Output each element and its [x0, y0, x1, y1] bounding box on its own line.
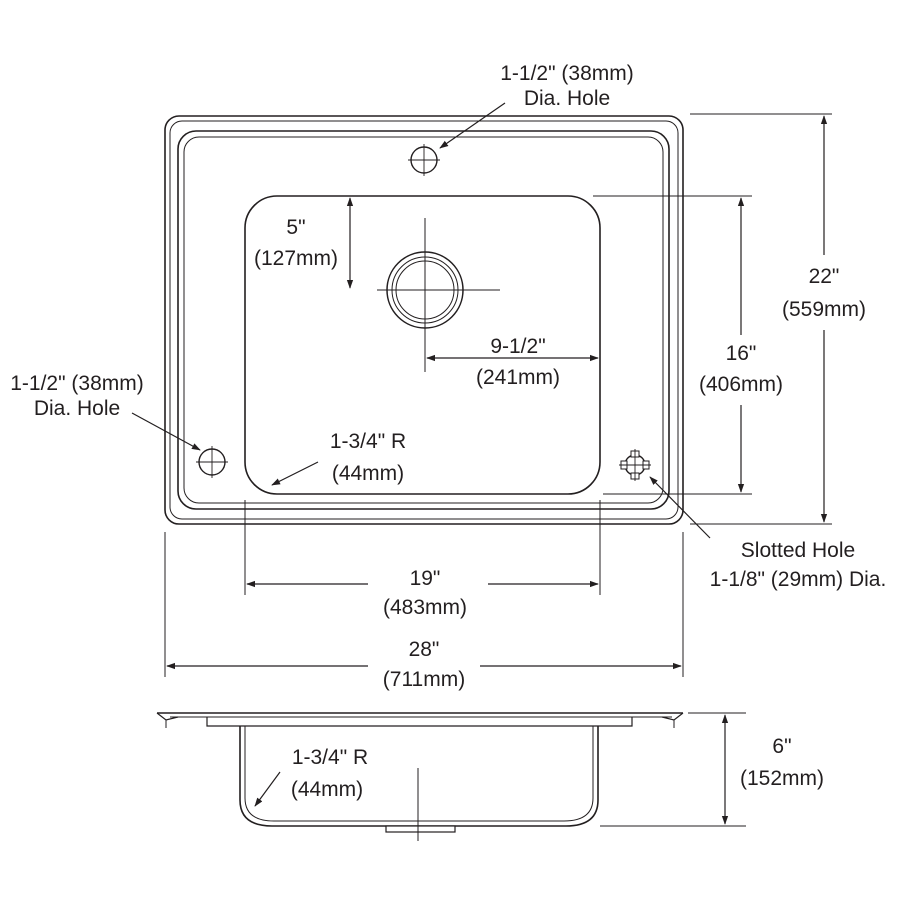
bowl-width-label-line2: (483mm) — [383, 596, 467, 619]
slotted-hole — [619, 449, 651, 481]
bowl-depth-label-line2: (152mm) — [740, 767, 824, 790]
drain-offset-label-line2: (127mm) — [254, 247, 338, 270]
dimension-labels: 1-1/2" (38mm) Dia. Hole 1-1/2" (38mm) Di… — [10, 62, 886, 801]
sink-deck-outer — [177, 130, 670, 510]
bowl-depth-label-line1: 6" — [772, 735, 791, 758]
left-hole-leader — [131, 412, 201, 451]
bowl-radius-label-line1: 1-3/4" R — [330, 430, 406, 453]
side-radius-label-line1: 1-3/4" R — [292, 746, 368, 769]
bowl-radius-label-line2: (44mm) — [332, 462, 404, 485]
slotted-hole-leader — [649, 476, 711, 539]
top-hole-label-line1: 1-1/2" (38mm) — [500, 62, 634, 85]
side-radius-label-line2: (44mm) — [291, 778, 363, 801]
overall-width-label-line2: (711mm) — [383, 668, 465, 691]
top-hole-label-line2: Dia. Hole — [524, 87, 610, 110]
overall-width-label-line1: 28" — [409, 638, 440, 661]
sink-top-view — [164, 115, 684, 525]
bowl-radius-leader — [271, 461, 319, 486]
overall-length-label-line2: (559mm) — [782, 298, 866, 321]
drain-to-edge-label-line1: 9-1/2" — [490, 335, 545, 358]
drain-to-edge-label-line2: (241mm) — [476, 366, 560, 389]
overall-length-label-line1: 22" — [809, 265, 840, 288]
sink-rim-inner-edge — [169, 120, 679, 520]
sink-bowl — [244, 195, 601, 495]
dimension-lines — [131, 102, 832, 677]
bowl-width-label-line1: 19" — [410, 567, 441, 590]
slotted-hole-label-line1: Slotted Hole — [741, 539, 855, 562]
drain-outlet — [377, 218, 500, 372]
slotted-hole-label-line2: 1-1/8" (29mm) Dia. — [710, 568, 887, 591]
sink-deck-inner — [183, 136, 664, 504]
bowl-length-label-line2: (406mm) — [699, 373, 783, 396]
sink-outer-rim — [164, 115, 684, 525]
sink-side-view — [156, 712, 746, 841]
left-hole-label-line2: Dia. Hole — [34, 397, 120, 420]
left-hole-label-line1: 1-1/2" (38mm) — [10, 372, 144, 395]
bowl-length-label-line1: 16" — [726, 342, 757, 365]
faucet-hole-left — [196, 446, 228, 478]
faucet-hole-top — [408, 144, 440, 176]
bowl-side-profile — [239, 726, 599, 827]
side-radius-leader — [254, 771, 281, 807]
top-hole-leader — [439, 102, 506, 149]
drain-side-profile — [385, 825, 456, 833]
drain-offset-label-line1: 5" — [286, 216, 305, 239]
